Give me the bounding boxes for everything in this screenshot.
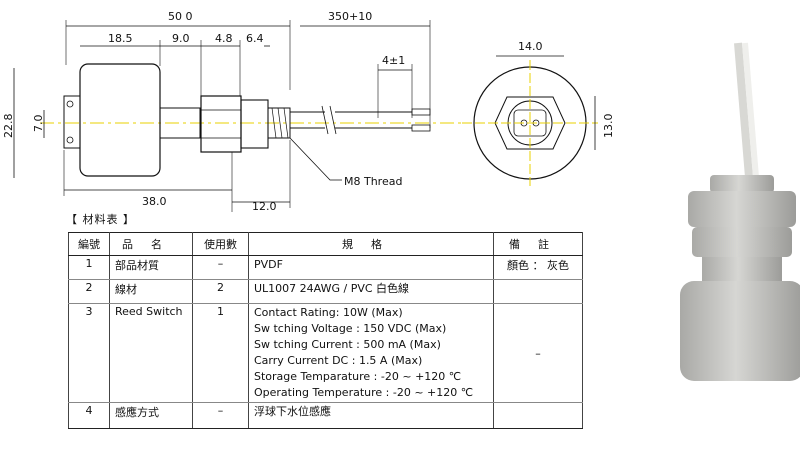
spec-line: Sw tching Voltage : 150 VDC (Max) (254, 322, 447, 335)
dim-nut-flat: 14.0 (518, 40, 543, 53)
row-spec: PVDF (254, 258, 283, 271)
header-name: 品名 (109, 232, 193, 256)
dim-nut-width: 4.8 (215, 32, 233, 45)
dim-washer-width: 6.4 (246, 32, 264, 45)
row-name: 部品材質 (109, 255, 193, 280)
row-spec: UL1007 24AWG / PVC 白色線 (254, 282, 410, 295)
thread (267, 107, 291, 139)
cable-photo (734, 42, 753, 178)
row-qty: – (192, 402, 249, 429)
dim-cable-length: 350+10 (328, 10, 372, 23)
row-no: 1 (68, 255, 110, 280)
header-note: 備註 (493, 232, 583, 256)
row-name: Reed Switch (109, 303, 193, 403)
dim-body-length: 18.5 (108, 32, 133, 45)
float-body (79, 63, 161, 177)
nut (200, 95, 242, 153)
row-no: 4 (68, 402, 110, 429)
dim-thread-length: 12.0 (252, 200, 277, 213)
table-row: 1 部品材質 – PVDF 顏色 ： 灰色 (68, 255, 583, 280)
materials-table: 編號 品名 使用數 規格 備註 1 部品材質 – PVDF 顏色 ： 灰色 2 … (68, 232, 583, 429)
row-spec: 浮球下水位感應 (254, 405, 331, 418)
header-spec: 規格 (248, 232, 494, 256)
row-note: 顏色 ： 灰色 (493, 255, 583, 280)
row-note (493, 279, 583, 304)
row-name: 線材 (109, 279, 193, 304)
m8-thread-callout: M8 Thread (344, 175, 402, 188)
dim-overall-38: 38.0 (142, 195, 167, 208)
table-title: 【 材料表 】 (66, 213, 135, 226)
product-photo (680, 42, 800, 381)
row-name: 感應方式 (109, 402, 193, 429)
spec-line: Contact Rating: 10W (Max) (254, 306, 403, 319)
table-row: 3 Reed Switch 1 Contact Rating: 10W (Max… (68, 303, 583, 403)
table-header-row: 編號 品名 使用數 規格 備註 (68, 232, 583, 256)
row-qty: 2 (192, 279, 249, 304)
float-photo (680, 281, 800, 381)
row-spec-list: Contact Rating: 10W (Max) Sw tching Volt… (248, 303, 494, 403)
row-qty: 1 (192, 303, 249, 403)
row-note: – (493, 303, 583, 403)
table-row: 4 感應方式 – 浮球下水位感應 (68, 402, 583, 429)
dim-gap: 9.0 (172, 32, 190, 45)
header-no: 編號 (68, 232, 110, 256)
dim-total-length: 50 0 (168, 10, 193, 23)
row-no: 2 (68, 279, 110, 304)
row-note (493, 402, 583, 429)
dim-height: 22.8 (2, 114, 15, 139)
spec-line: Sw tching Current : 500 mA (Max) (254, 338, 441, 351)
dim-inner: 7.0 (32, 115, 45, 133)
dim-strip: 4±1 (382, 54, 405, 67)
spec-line: Operating Temperature : -20 ~ +120 ℃ (254, 386, 474, 399)
table-row: 2 線材 2 UL1007 24AWG / PVC 白色線 (68, 279, 583, 304)
spec-line: Carry Current DC : 1.5 A (Max) (254, 354, 423, 367)
row-no: 3 (68, 303, 110, 403)
dim-nut-height: 13.0 (602, 114, 615, 139)
technical-drawing: 50 0 350+10 18.5 9.0 4.8 6.4 4±1 22.8 7.… (2, 10, 615, 213)
header-qty: 使用數 (192, 232, 249, 256)
spec-line: Storage Temparature : -20 ~ +120 ℃ (254, 370, 462, 383)
row-qty: – (192, 255, 249, 280)
